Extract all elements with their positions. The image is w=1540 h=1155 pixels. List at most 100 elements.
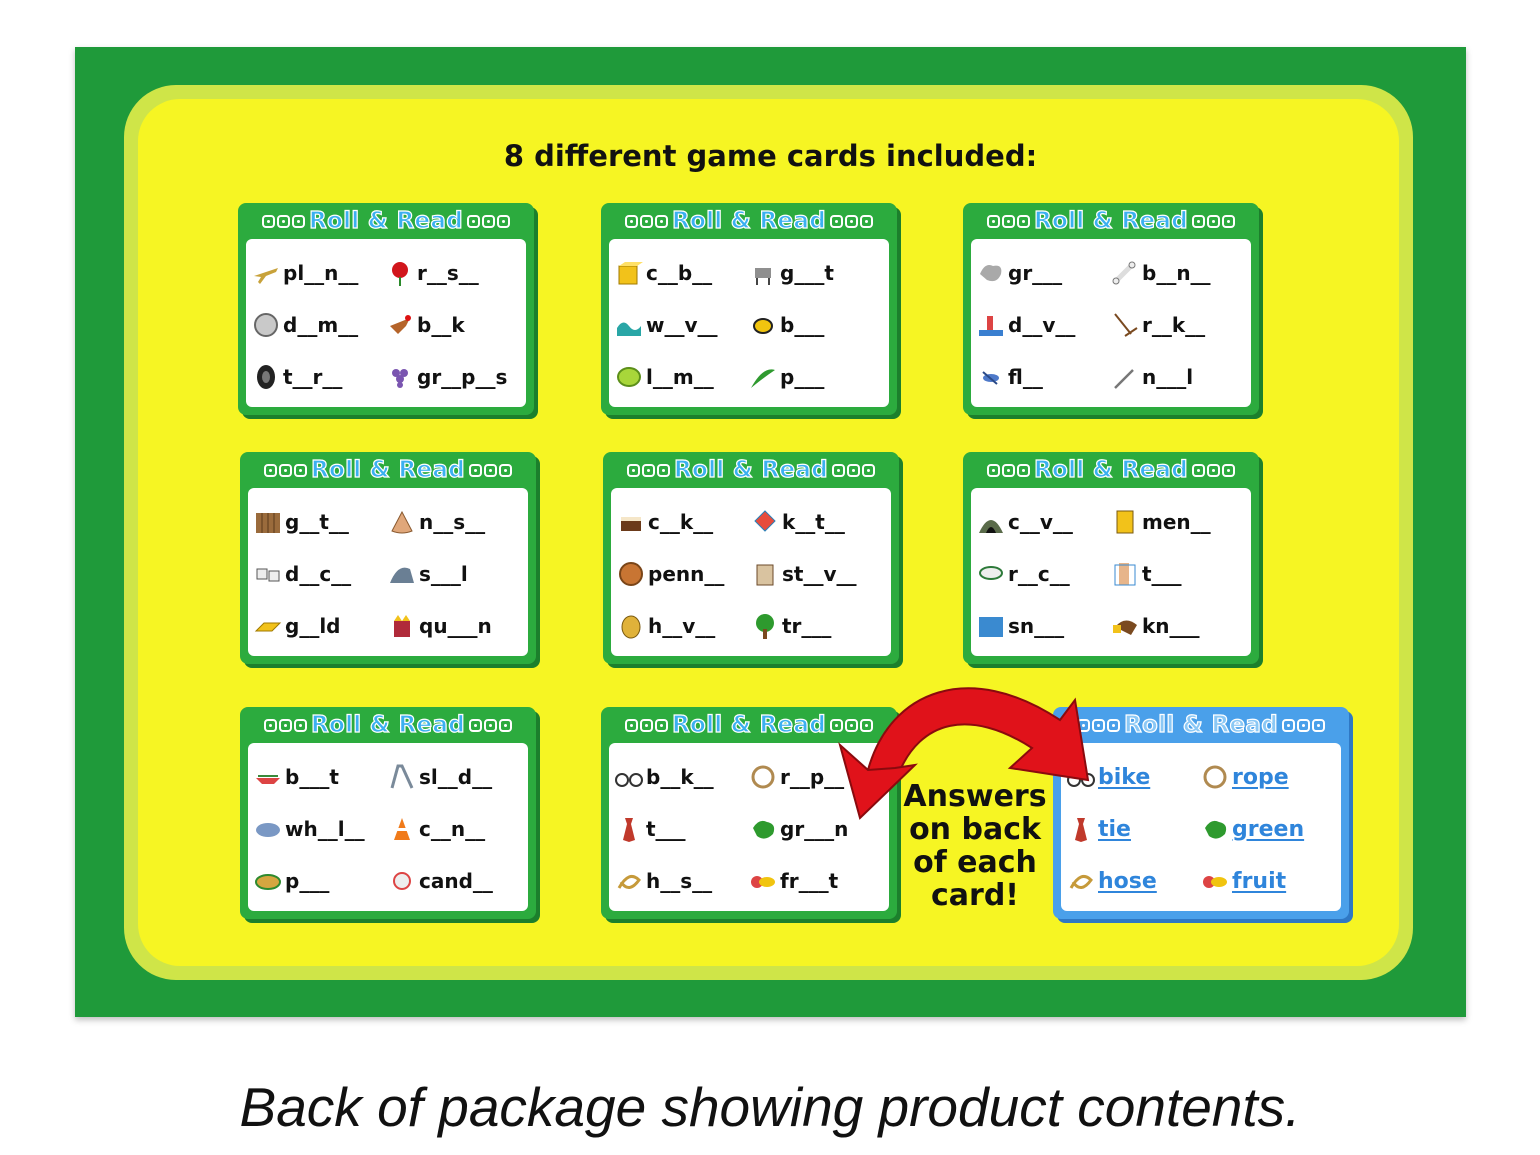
- die-icon: [294, 718, 308, 732]
- hose-icon: [615, 868, 643, 894]
- word-item: g__t__: [254, 496, 388, 548]
- word-text: cand__: [419, 869, 493, 893]
- callout-line: Answers: [903, 779, 1047, 814]
- card-title: Roll & Read: [308, 207, 463, 234]
- word-item: p___: [254, 855, 388, 907]
- word-item: tie: [1067, 803, 1201, 855]
- word-text: t___: [1142, 562, 1182, 586]
- word-text: st__v__: [782, 562, 857, 586]
- candy-icon: [388, 868, 416, 894]
- word-item: r__p__: [749, 751, 883, 803]
- word-item: gr___: [977, 247, 1111, 299]
- word-text: kn___: [1142, 614, 1200, 638]
- card-header: Roll & Read: [963, 203, 1259, 239]
- word-item: green: [1201, 803, 1335, 855]
- word-item: cand__: [388, 855, 522, 907]
- word-text: men__: [1142, 510, 1211, 534]
- word-text: pl__n__: [283, 261, 359, 285]
- callout-line: on back: [909, 812, 1041, 847]
- word-text: d__c__: [285, 562, 352, 586]
- kite-icon: [751, 509, 779, 535]
- word-text: gr___n: [780, 817, 849, 841]
- boat-icon: [254, 764, 282, 790]
- word-text: c__n__: [419, 817, 486, 841]
- word-item: s___l: [388, 548, 522, 600]
- penny-icon: [617, 561, 645, 587]
- word-item: w__v__: [615, 299, 749, 351]
- card-header: Roll & Read: [238, 203, 534, 239]
- dime-icon: [252, 312, 280, 338]
- die-icon: [655, 718, 669, 732]
- dice-icon: [987, 214, 1031, 228]
- stove-icon: [751, 561, 779, 587]
- word-text: tie: [1098, 816, 1131, 842]
- die-icon: [279, 463, 293, 477]
- word-item: sl__d__: [388, 751, 522, 803]
- word-item: l__m__: [615, 351, 749, 403]
- queen-icon: [388, 613, 416, 639]
- die-icon: [640, 214, 654, 228]
- die-icon: [844, 718, 858, 732]
- die-icon: [294, 463, 308, 477]
- dice-icon: [1191, 463, 1235, 477]
- word-text: c__k__: [648, 510, 714, 534]
- toe-icon: [1111, 561, 1139, 587]
- die-icon: [1017, 214, 1031, 228]
- dice-icon: [1281, 718, 1325, 732]
- die-icon: [483, 718, 497, 732]
- dice-icon: [468, 463, 512, 477]
- word-text: d__v__: [1008, 313, 1076, 337]
- word-item: men__: [1111, 496, 1245, 548]
- die-icon: [859, 718, 873, 732]
- die-icon: [264, 463, 278, 477]
- word-text: n___l: [1142, 365, 1194, 389]
- word-text: bike: [1098, 764, 1151, 790]
- die-icon: [1311, 718, 1325, 732]
- word-text: green: [1232, 816, 1305, 842]
- word-text: sl__d__: [419, 765, 493, 789]
- word-text: rope: [1232, 764, 1289, 790]
- word-item: st__v__: [751, 548, 885, 600]
- card-header: Roll & Read: [603, 452, 899, 488]
- word-item: t___: [1111, 548, 1245, 600]
- word-item: tr___: [751, 600, 885, 652]
- word-item: c__b__: [615, 247, 749, 299]
- cube-icon: [615, 260, 643, 286]
- seal-icon: [388, 561, 416, 587]
- word-text: t___: [646, 817, 686, 841]
- die-icon: [846, 463, 860, 477]
- word-text: wh__l__: [285, 817, 365, 841]
- nail-icon: [1111, 364, 1139, 390]
- die-icon: [1017, 463, 1031, 477]
- word-text: c__b__: [646, 261, 713, 285]
- word-item: penn__: [617, 548, 751, 600]
- cave-icon: [977, 509, 1005, 535]
- rice-icon: [977, 561, 1005, 587]
- bike-icon: [615, 764, 643, 790]
- word-item: p___: [749, 351, 883, 403]
- nose-icon: [388, 509, 416, 535]
- die-icon: [844, 214, 858, 228]
- card-title: Roll & Read: [1033, 207, 1188, 234]
- gold-icon: [254, 613, 282, 639]
- word-text: gr___: [1008, 261, 1063, 285]
- word-item: t___: [615, 803, 749, 855]
- word-item: fl__: [977, 351, 1111, 403]
- cake-icon: [617, 509, 645, 535]
- card-header: Roll & Read: [240, 452, 536, 488]
- word-text: r__s__: [417, 261, 479, 285]
- pie-icon: [254, 868, 282, 894]
- word-item: h__v__: [617, 600, 751, 652]
- die-icon: [1221, 214, 1235, 228]
- word-text: t__r__: [283, 365, 343, 389]
- word-item: n__s__: [388, 496, 522, 548]
- die-icon: [1206, 214, 1220, 228]
- rope-icon: [749, 764, 777, 790]
- word-item: g___t: [749, 247, 883, 299]
- word-text: penn__: [648, 562, 725, 586]
- word-item: kn___: [1111, 600, 1245, 652]
